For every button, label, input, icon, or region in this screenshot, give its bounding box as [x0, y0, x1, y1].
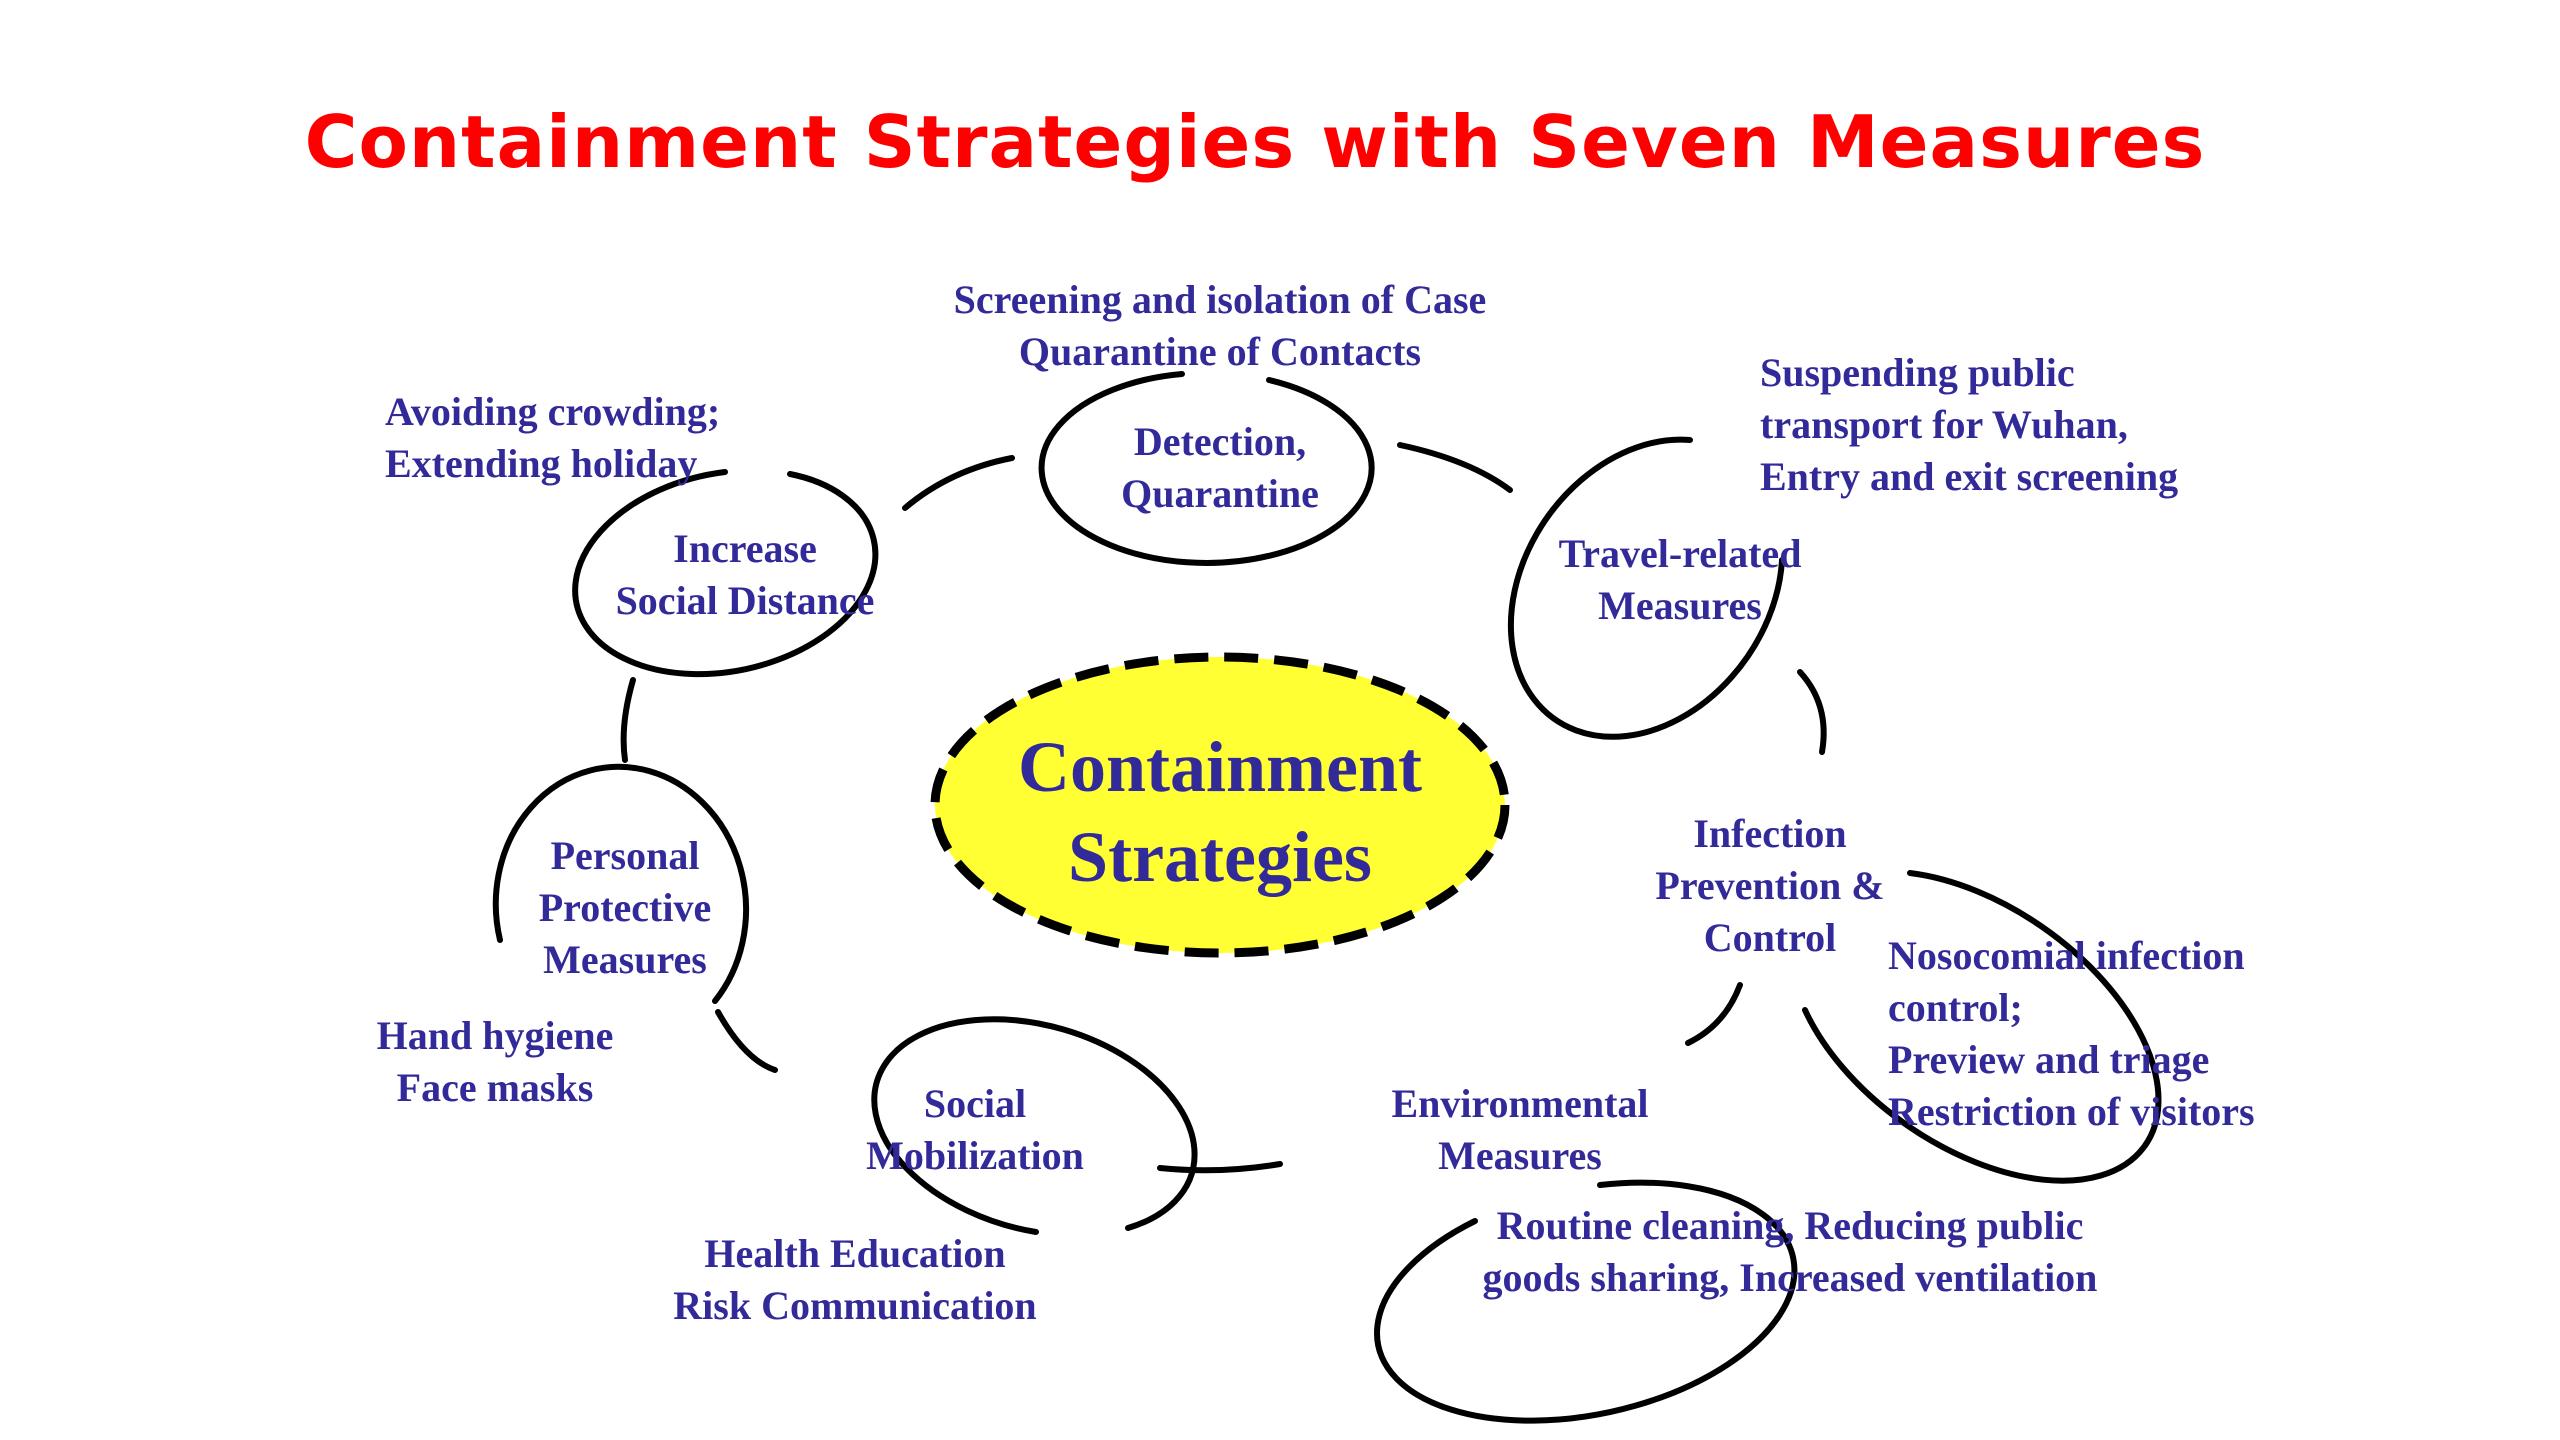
detail-social-distance: Avoiding crowding; Extending holiday — [385, 389, 721, 486]
link-travel-infection — [1797, 669, 1827, 755]
hub-label-line: Containment — [1017, 727, 1422, 807]
node-detection-label: Detection, Quarantine — [1121, 419, 1319, 516]
link-personal-distance — [620, 677, 636, 763]
hub-ellipse — [930, 652, 1510, 958]
node-environmental-label: Environmental Measures — [1391, 1081, 1649, 1178]
node-social-distance-label: Increase Social Distance — [615, 526, 875, 623]
ring-environmental — [1374, 1179, 1798, 1424]
detail-detection: Screening and isolation of Case Quaranti… — [953, 277, 1487, 374]
ring-social-distance — [572, 469, 879, 678]
detail-environmental: Routine cleaning, Reducing public goods … — [1482, 1203, 2098, 1300]
detail-personal: Hand hygiene Face masks — [376, 1013, 614, 1110]
link-mobilization-personal — [715, 1009, 778, 1073]
detail-infection: Nosocomial infection control; Preview an… — [1888, 933, 2255, 1134]
node-infection-label: Infection Prevention & Control — [1655, 811, 1885, 960]
link-distance-detection — [902, 455, 1015, 511]
link-detection-travel — [1397, 442, 1513, 493]
link-environmental-mobilization — [1157, 1161, 1283, 1174]
ring-travel — [1507, 436, 1785, 740]
detail-travel: Suspending public transport for Wuhan, E… — [1760, 350, 2179, 499]
node-travel-label: Travel-related Measures — [1558, 531, 1802, 628]
detail-social-mobilization: Health Education Risk Communication — [673, 1231, 1037, 1328]
ring-social-mobilization — [871, 1016, 1198, 1235]
ring-detection — [1038, 371, 1375, 566]
page-title: Containment Strategies with Seven Measur… — [304, 100, 2206, 184]
link-infection-environmental — [1685, 982, 1743, 1046]
ring-personal — [492, 763, 750, 1004]
node-personal-label: Personal Protective Measures — [538, 833, 712, 982]
node-social-mobilization-label: Social Mobilization — [866, 1081, 1084, 1178]
hub-label-line: Strategies — [1068, 817, 1372, 897]
ring-infection — [1802, 870, 2162, 1184]
hub-label: Containment Strategies — [940, 722, 1500, 902]
